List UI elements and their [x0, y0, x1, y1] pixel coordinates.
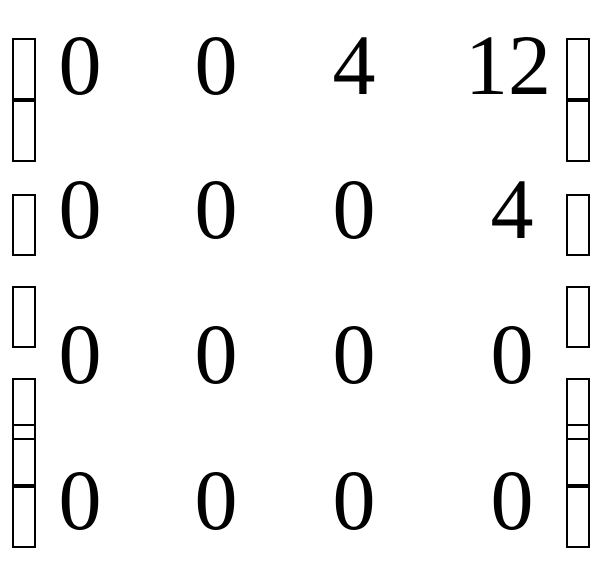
matrix-cell-r4-c4: 0: [490, 452, 534, 548]
matrix-cell-r1-c2: 0: [194, 17, 238, 113]
matrix-cell-r3-c4: 0: [490, 306, 534, 402]
matrix-cell-r4-c1: 0: [58, 452, 102, 548]
left-bracket-mid-box-2: [12, 286, 36, 348]
matrix-cell-r3-c1: 0: [58, 306, 102, 402]
matrix-cell-r2-c2: 0: [194, 161, 238, 257]
right-bracket-lower-box-2: [566, 424, 590, 486]
matrix-cell-r4-c2: 0: [194, 452, 238, 548]
left-bracket-mid-box: [12, 194, 36, 256]
matrix-cell-r1-c3: 4: [332, 17, 376, 113]
matrix-cell-r2-c1: 0: [58, 161, 102, 257]
matrix-cell-r1-c1: 0: [58, 17, 102, 113]
matrix-cell-r4-c3: 0: [332, 452, 376, 548]
matrix-cell-r1-c4: 12: [465, 17, 551, 113]
left-bracket-top-box: [12, 38, 36, 100]
matrix-cell-r2-c4: 4: [490, 161, 534, 257]
right-bracket-top-box-2: [566, 100, 590, 162]
right-bracket-top-box: [566, 38, 590, 100]
matrix-cell-r2-c3: 0: [332, 161, 376, 257]
left-bracket-lower-box-2: [12, 424, 36, 486]
right-bracket-mid-box: [566, 194, 590, 256]
left-bracket-top-box-2: [12, 100, 36, 162]
left-bracket-lower-box: [12, 378, 36, 440]
right-bracket-bottom-box: [566, 486, 590, 548]
matrix-cell-r3-c3: 0: [332, 306, 376, 402]
matrix-cell-r3-c2: 0: [194, 306, 238, 402]
right-bracket-lower-box: [566, 378, 590, 440]
left-bracket-bottom-box: [12, 486, 36, 548]
right-bracket-mid-box-2: [566, 286, 590, 348]
